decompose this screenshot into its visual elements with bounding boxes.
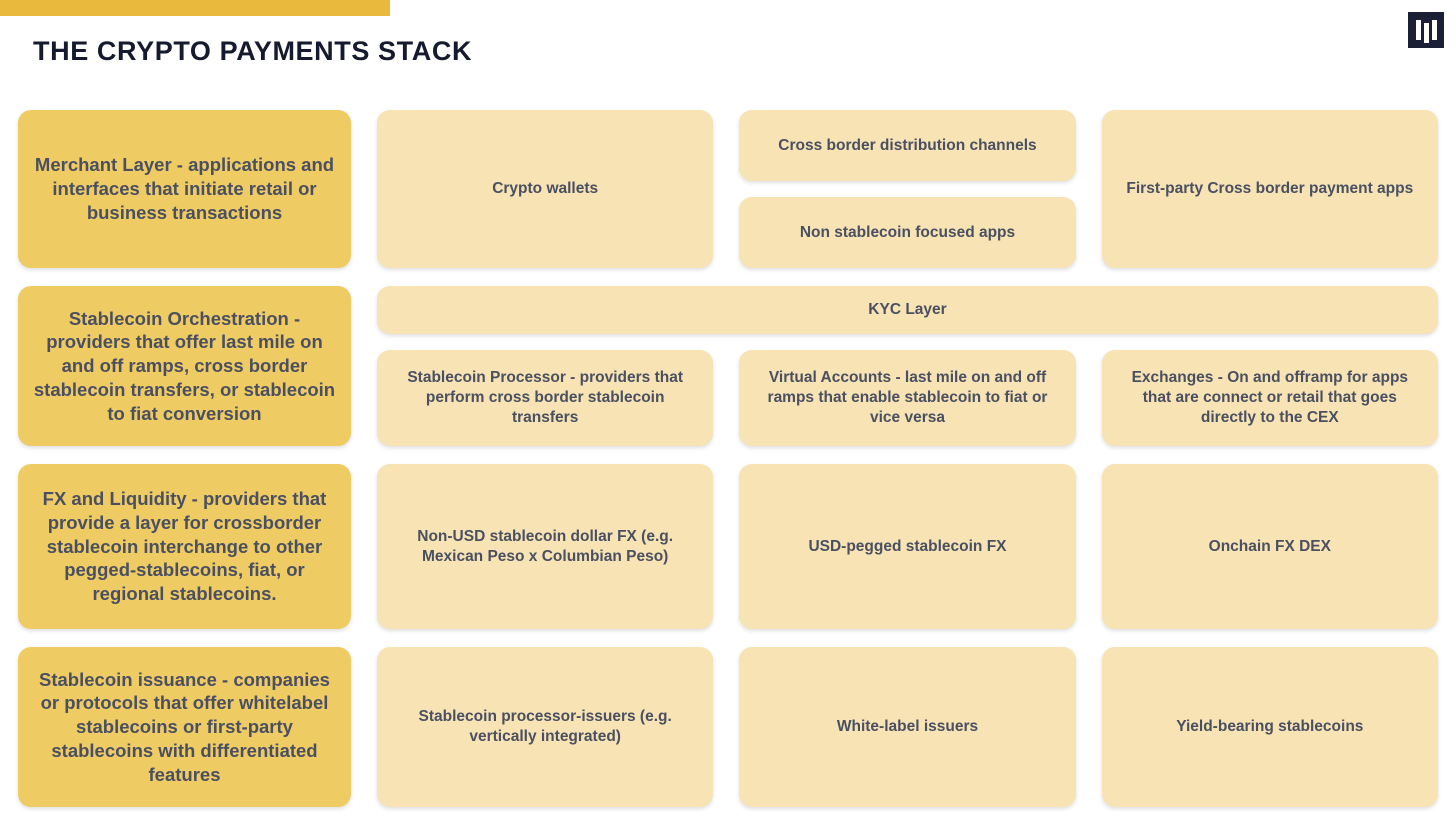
row-label-card: FX and Liquidity - providers that provid… bbox=[18, 464, 351, 629]
stack-item-card[interactable]: Yield-bearing stablecoins bbox=[1101, 647, 1438, 807]
stack-item-card[interactable]: Exchanges - On and offramp for apps that… bbox=[1101, 350, 1438, 446]
top-accent-bar bbox=[0, 0, 390, 16]
row-cell: Stablecoin Processor - providers that pe… bbox=[377, 350, 714, 446]
row-label-card: Merchant Layer - applications and interf… bbox=[18, 110, 351, 268]
stack-item-card[interactable]: First-party Cross border payment apps bbox=[1101, 110, 1438, 268]
row-label-cell: FX and Liquidity - providers that provid… bbox=[18, 464, 351, 629]
row-cell: Virtual Accounts - last mile on and off … bbox=[739, 350, 1076, 446]
row-cell: Exchanges - On and offramp for apps that… bbox=[1101, 350, 1438, 446]
logo-bar-right bbox=[1431, 20, 1437, 40]
row-cell: Onchain FX DEX bbox=[1101, 464, 1438, 629]
stack-item-card[interactable]: Stablecoin Processor - providers that pe… bbox=[377, 350, 714, 446]
stack-grid: Merchant Layer - applications and interf… bbox=[18, 110, 1438, 825]
row-label-card: Stablecoin issuance - companies or proto… bbox=[18, 647, 351, 807]
row-label-cell: Merchant Layer - applications and interf… bbox=[18, 110, 351, 268]
row-cell: Yield-bearing stablecoins bbox=[1101, 647, 1438, 807]
row-cell: Stablecoin processor-issuers (e.g. verti… bbox=[377, 647, 714, 807]
row-cell: USD-pegged stablecoin FX bbox=[739, 464, 1076, 629]
stack-item-card[interactable]: Non-USD stablecoin dollar FX (e.g. Mexic… bbox=[377, 464, 714, 629]
row-cell: Crypto wallets bbox=[377, 110, 714, 268]
row-cell: White-label issuers bbox=[739, 647, 1076, 807]
row-label-cell: Stablecoin Orchestration - providers tha… bbox=[18, 286, 351, 446]
stack-item-card[interactable]: Stablecoin processor-issuers (e.g. verti… bbox=[377, 647, 714, 807]
stack-item-card[interactable]: USD-pegged stablecoin FX bbox=[739, 464, 1076, 629]
stack-row-fx-and-liquidity: FX and Liquidity - providers that provid… bbox=[18, 464, 1438, 629]
stack-item-card[interactable]: Non stablecoin focused apps bbox=[739, 197, 1076, 268]
row-cell: Non-USD stablecoin dollar FX (e.g. Mexic… bbox=[377, 464, 714, 629]
stack-item-card[interactable]: Cross border distribution channels bbox=[739, 110, 1076, 181]
logo-bar-left bbox=[1415, 20, 1421, 40]
row-cell: Cross border distribution channels Non s… bbox=[739, 110, 1076, 268]
three-vertical-bars-logo bbox=[1408, 12, 1444, 48]
stack-item-card[interactable]: Onchain FX DEX bbox=[1101, 464, 1438, 629]
logo-bar-middle bbox=[1423, 22, 1429, 43]
page-title: THE CRYPTO PAYMENTS STACK bbox=[33, 36, 473, 66]
row-cell: First-party Cross border payment apps bbox=[1101, 110, 1438, 268]
stack-row-stablecoin-orchestration: Stablecoin Orchestration - providers tha… bbox=[18, 286, 1438, 446]
stack-item-card[interactable]: Virtual Accounts - last mile on and off … bbox=[739, 350, 1076, 446]
stack-item-card[interactable]: White-label issuers bbox=[739, 647, 1076, 807]
row-label-cell: Stablecoin issuance - companies or proto… bbox=[18, 647, 351, 807]
row-label-card: Stablecoin Orchestration - providers tha… bbox=[18, 286, 351, 446]
stack-item-card[interactable]: Crypto wallets bbox=[377, 110, 714, 268]
stack-row-merchant-layer: Merchant Layer - applications and interf… bbox=[18, 110, 1438, 268]
kyc-layer-banner[interactable]: KYC Layer bbox=[377, 286, 1438, 334]
stack-row-stablecoin-issuance: Stablecoin issuance - companies or proto… bbox=[18, 647, 1438, 807]
